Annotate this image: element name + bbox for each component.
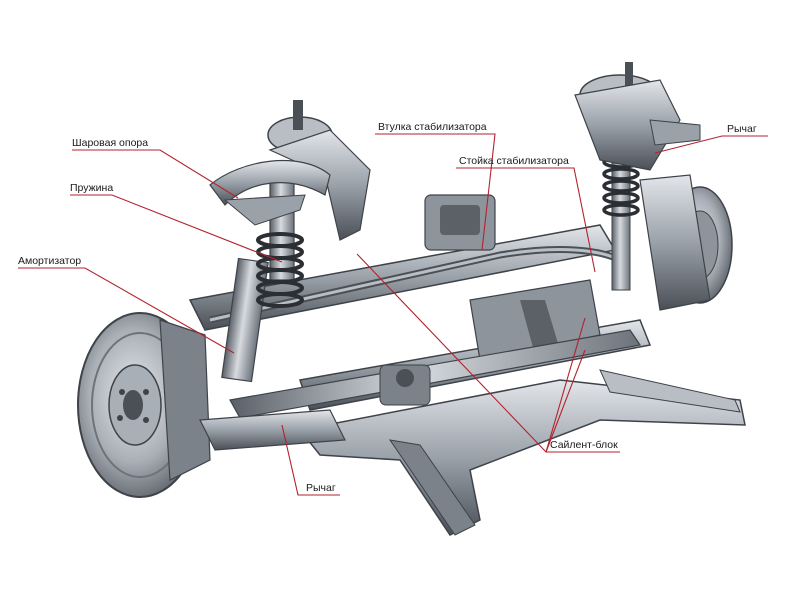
label-lever-right: Рычаг: [727, 123, 757, 135]
leader-stabilizer-bushing: [375, 133, 496, 251]
leader-silent-block-1: [356, 253, 620, 453]
leader-stabilizer-link: [456, 167, 596, 273]
label-ball-joint: Шаровая опора: [72, 137, 149, 149]
leader-shock-absorber: [18, 267, 235, 354]
left-strut: [221, 100, 371, 383]
left-lower-arm: [199, 409, 346, 451]
steering-rack: [229, 329, 642, 419]
label-lever-bottom: Рычаг: [306, 482, 336, 494]
label-stabilizer-bushing: Втулка стабилизатора: [378, 121, 487, 133]
leader-ball-joint: [72, 149, 239, 199]
label-shock-absorber: Амортизатор: [18, 255, 82, 267]
label-stabilizer-link: Стойка стабилизатора: [459, 155, 569, 167]
left-brake-disc: [77, 312, 211, 498]
label-spring: Пружина: [70, 182, 114, 194]
leader-silent-block-2: [545, 349, 586, 453]
right-strut: [574, 62, 701, 291]
stabilizer-bar: [209, 194, 622, 324]
right-brake-disc: [639, 174, 733, 311]
leader-lever-bottom: [281, 424, 340, 496]
leader-spring: [70, 194, 283, 263]
label-silent-block: Сайлент-блок: [550, 439, 618, 451]
subframe: [298, 369, 746, 536]
leader-silent-block-3: [545, 317, 586, 453]
left-upper-arm: [209, 159, 331, 226]
leader-lever-right: [654, 135, 768, 154]
